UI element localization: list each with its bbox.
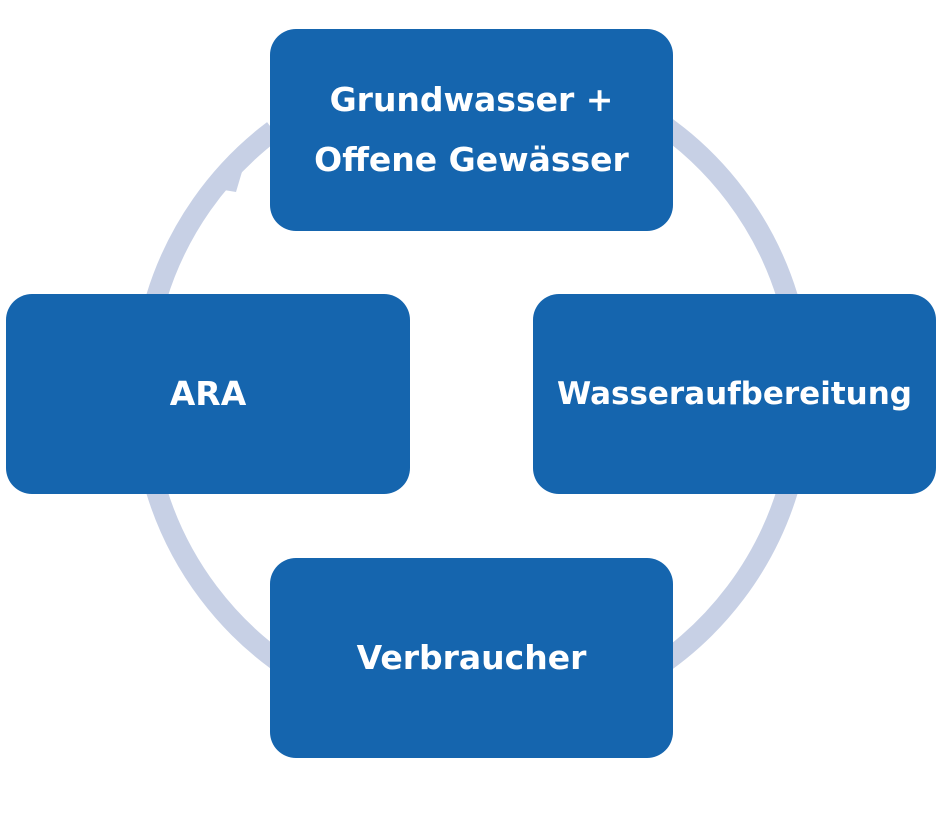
node-label-wasseraufbereitung: Wasseraufbereitung [556,376,912,412]
node-label-ara: ARA [169,374,247,413]
ring-arc-bottom-left [146,487,298,680]
node-grundwasser-offene-gewaesser: Grundwasser + Offene Gewässer [270,29,673,231]
node-ara: ARA [6,294,410,494]
ring-arc-top-right [646,108,798,301]
node-label-grundwasser-offene-gewaesser: Grundwasser + Offene Gewässer [314,80,629,179]
ring-arc-left-top [146,122,280,301]
cycle-arrowhead-icon [212,138,252,192]
node-verbraucher: Verbraucher [270,558,673,758]
node-label-verbraucher: Verbraucher [356,638,587,677]
ring-arc-right-bottom [646,487,798,680]
node-wasseraufbereitung: Wasseraufbereitung [533,294,936,494]
